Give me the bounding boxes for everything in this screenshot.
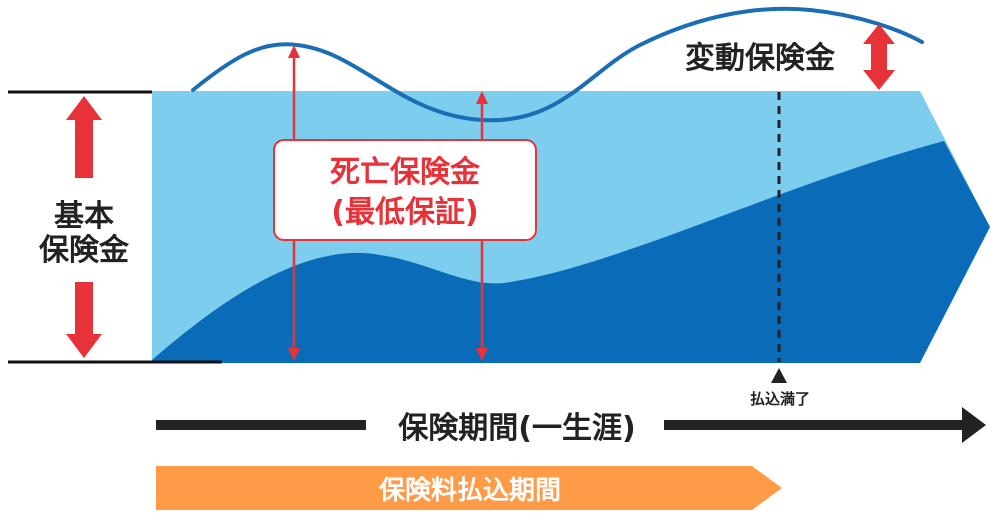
- coverage-period-arrow: [156, 407, 986, 443]
- death-benefit-label-line2: (最低保証): [331, 195, 478, 230]
- basic-benefit-label-line2: 保険金: [39, 233, 130, 268]
- payment-end-label: 払込満了: [750, 390, 810, 408]
- payment-end-marker-icon: [771, 368, 787, 383]
- variable-benefit-label: 変動保険金: [685, 41, 836, 76]
- basic-benefit-down-arrow: [66, 282, 102, 358]
- variable-benefit-curve: [191, 6, 924, 123]
- basic-benefit-up-arrow: [66, 96, 102, 178]
- payment-period-bar: [156, 466, 782, 510]
- death-benefit-box: [273, 139, 537, 241]
- death-benefit-label-line1: 死亡保険金: [330, 155, 481, 190]
- variable-benefit-double-arrow: [863, 24, 895, 90]
- basic-benefit-label-line1: 基本: [54, 199, 114, 234]
- coverage-period-label: 保険期間(一生涯): [398, 411, 635, 446]
- payment-period-label: 保険料払込期間: [378, 475, 561, 506]
